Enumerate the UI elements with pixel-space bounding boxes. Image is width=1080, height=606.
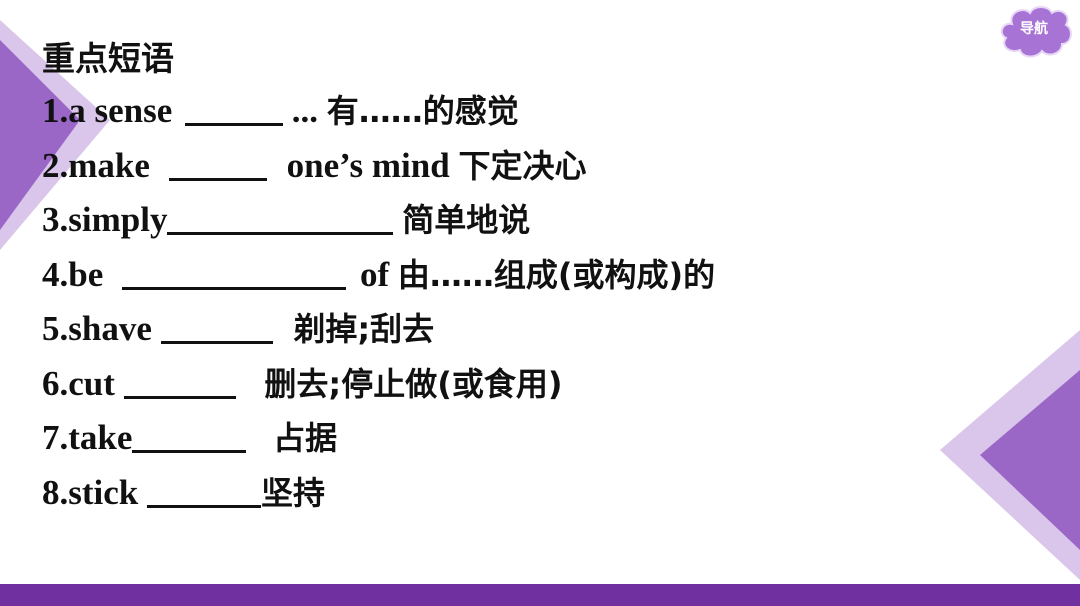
nav-button[interactable]: 导航 [998, 4, 1078, 58]
phrase-prefix: 7.take [42, 418, 133, 457]
phrase-prefix: 6.cut [42, 363, 115, 403]
right-decoration-triangle [940, 330, 1080, 580]
answer-blank [147, 475, 261, 508]
answer-blank [123, 366, 236, 399]
list-item: 8.stick 坚持 [42, 466, 715, 521]
phrase-prefix: 3.simply [42, 200, 168, 239]
phrase-prefix: 8.stick [42, 472, 139, 512]
phrase-suffix: ... [283, 91, 319, 130]
answer-blank [132, 420, 247, 453]
answer-blank [185, 93, 284, 126]
answer-blank [122, 257, 346, 290]
phrase-meaning: 有……的感觉 [326, 92, 519, 130]
phrase-suffix: one’s mind [286, 145, 450, 185]
phrase-meaning: 坚持 [261, 473, 326, 512]
page-title: 重点短语 [42, 39, 174, 78]
answer-blank [168, 148, 267, 181]
phrase-prefix: 4.be [42, 254, 104, 294]
cloud-icon [1000, 6, 1072, 58]
list-item: 1.a sense ... 有……的感觉 [42, 84, 715, 139]
list-item: 4.be of 由……组成(或构成)的 [42, 248, 715, 303]
phrase-meaning: 由……组成(或构成)的 [397, 255, 716, 294]
list-item: 3.simply 简单地说 [42, 193, 715, 248]
list-item: 7.take 占据 [42, 411, 715, 466]
phrase-meaning: 简单地说 [402, 201, 531, 239]
phrase-suffix: of [360, 254, 390, 294]
phrase-meaning: 删去;停止做(或食用) [264, 364, 563, 403]
phrase-list: 重点短语 1.a sense ... 有……的感觉 2.make one’s m… [42, 34, 715, 520]
phrase-meaning: 下定决心 [458, 146, 587, 185]
left-decoration-triangle [0, 20, 110, 250]
phrase-prefix: 1.a sense [42, 91, 173, 130]
phrase-meaning: 剃掉;刮去 [293, 310, 435, 348]
phrase-meaning: 占据 [273, 419, 338, 457]
list-item: 2.make one’s mind 下定决心 [42, 139, 715, 194]
phrase-prefix: 5.shave [42, 309, 152, 348]
phrase-prefix: 2.make [42, 145, 150, 185]
bottom-accent-bar [0, 584, 1080, 606]
answer-blank [160, 311, 273, 344]
list-item: 6.cut 删去;停止做(或食用) [42, 357, 715, 412]
answer-blank [167, 202, 394, 235]
nav-label: 导航 [1020, 21, 1048, 37]
list-item: 5.shave 剃掉;刮去 [42, 302, 715, 357]
